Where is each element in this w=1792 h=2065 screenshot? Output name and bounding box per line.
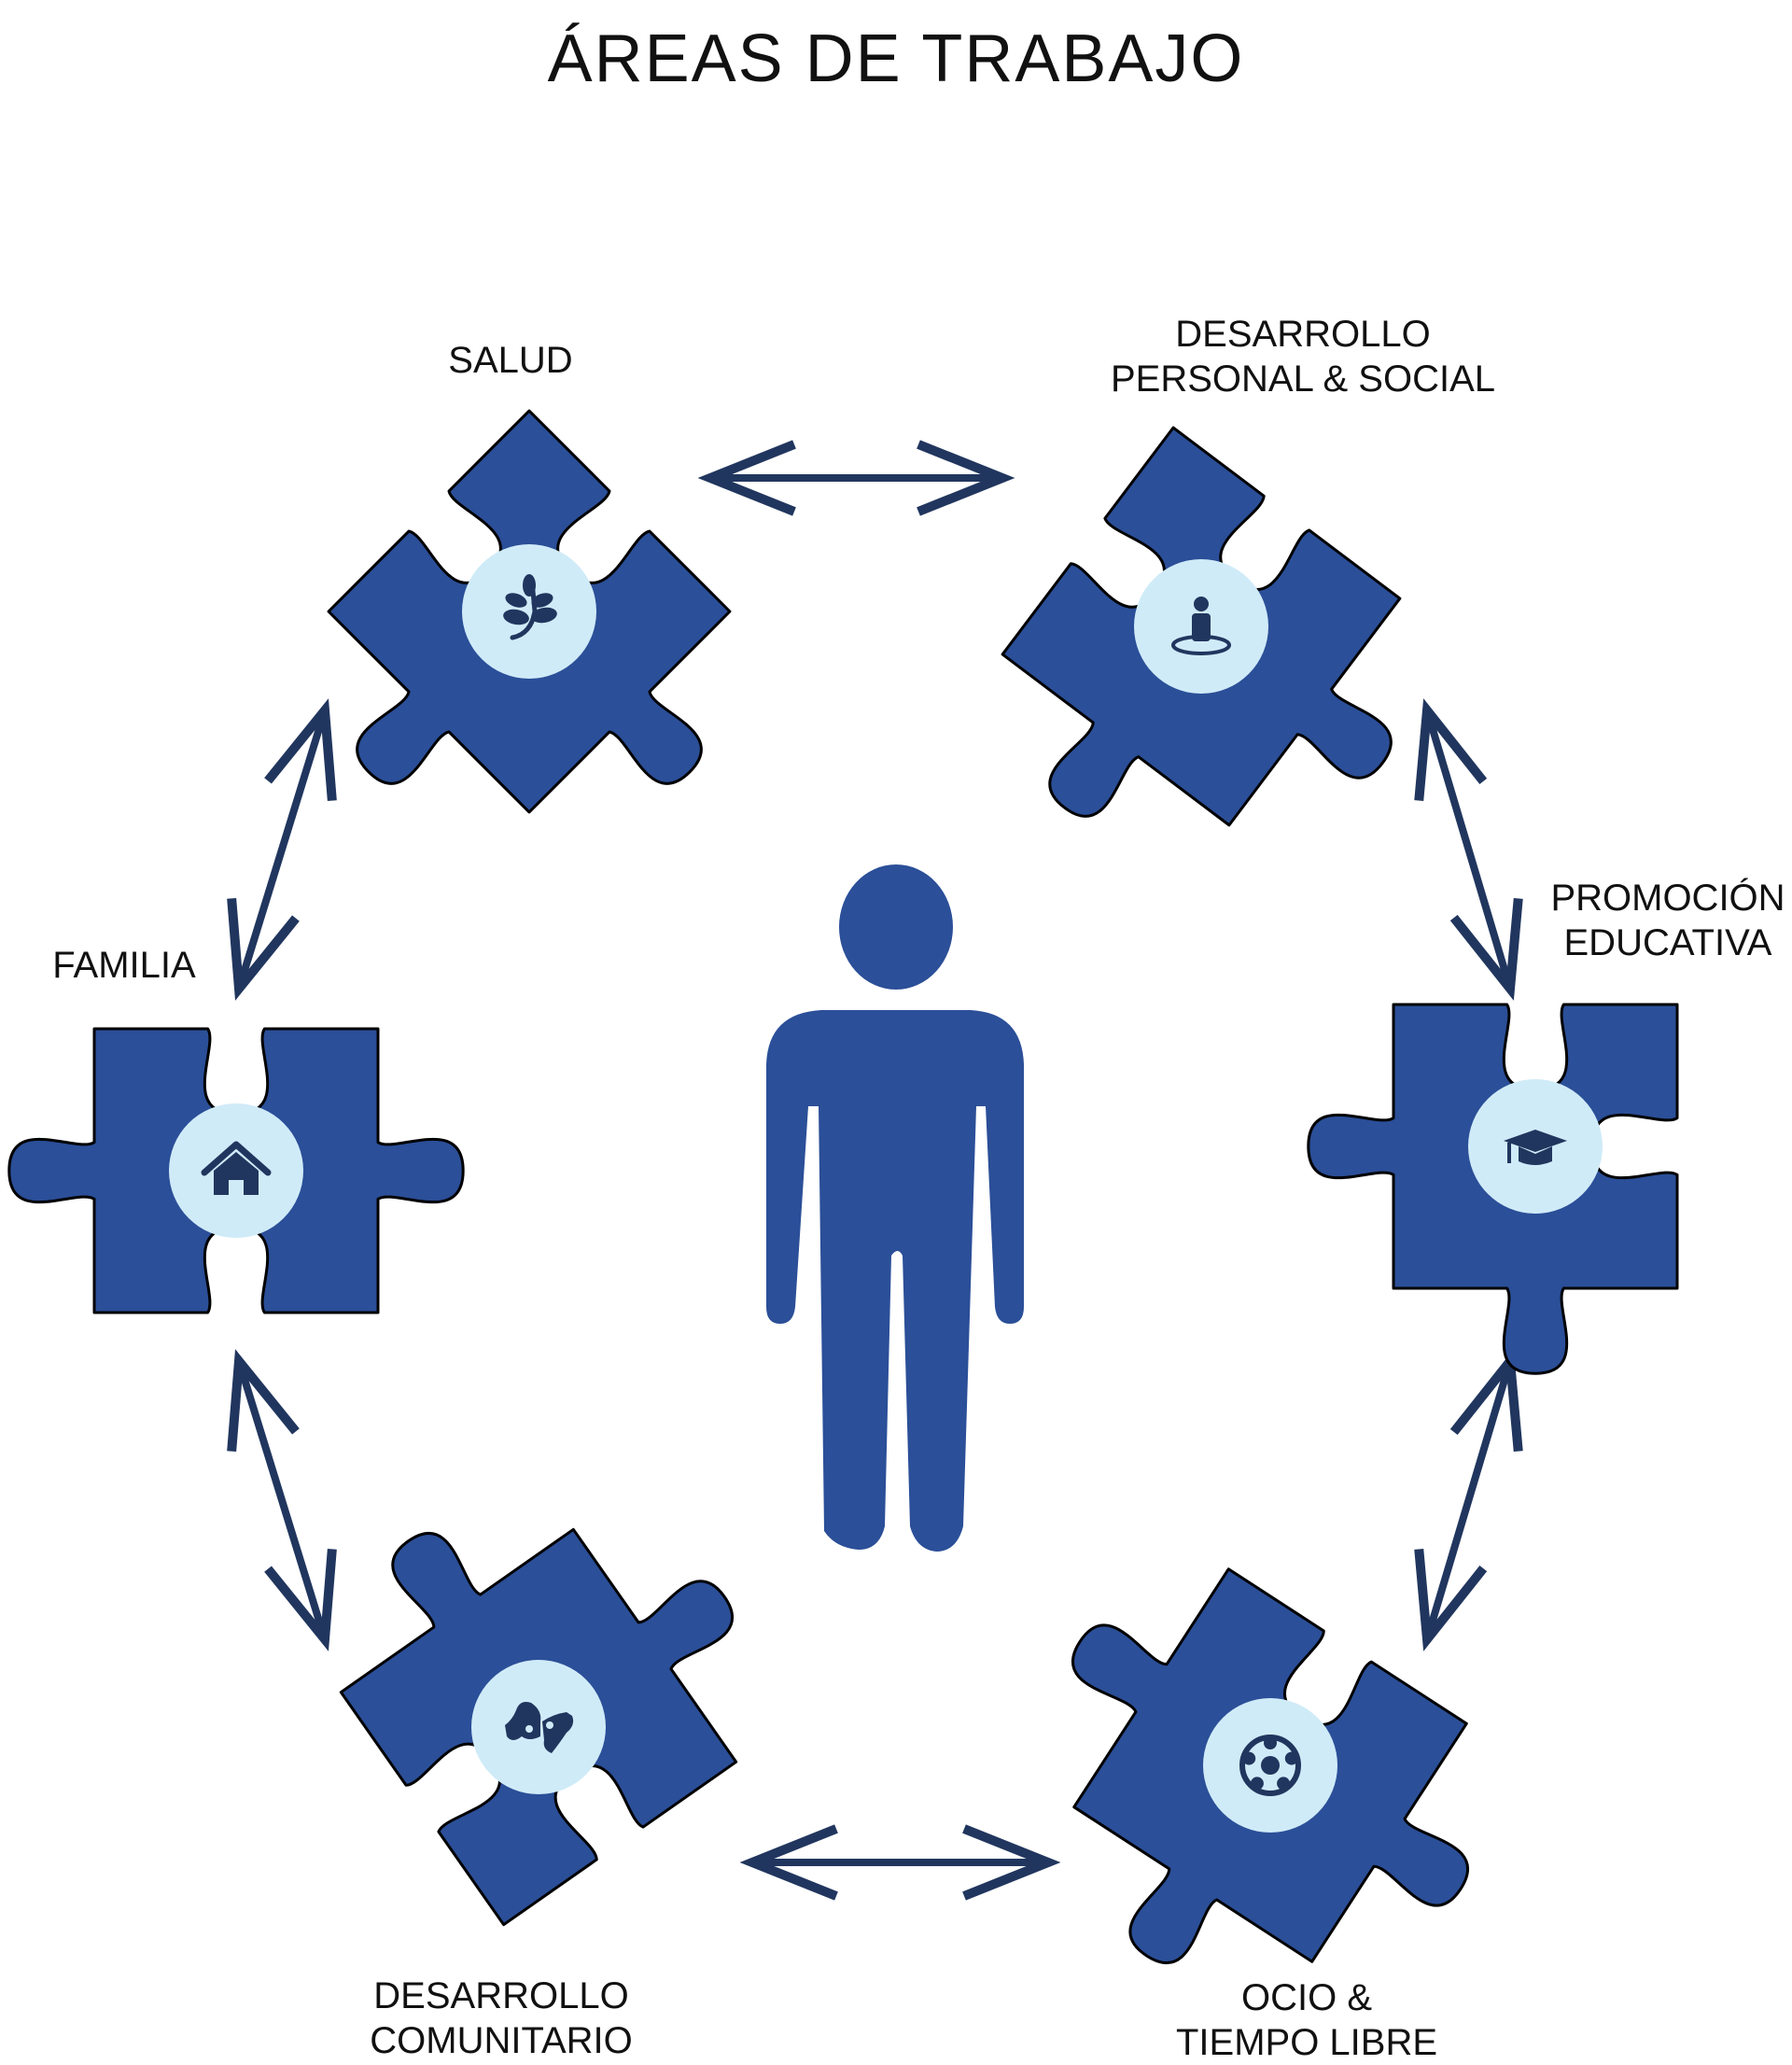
arrows — [227, 440, 1523, 1901]
soccer-ball-icon — [1239, 1735, 1301, 1796]
puzzle-piece-desarrollo-personal — [1001, 426, 1402, 827]
person-body — [766, 1010, 1024, 1552]
puzzle-pieces — [7, 409, 1679, 1965]
puzzle-piece-ocio — [1071, 1567, 1470, 1965]
label-desarrollo-personal: DESARROLLO PERSONAL & SOCIAL — [1111, 312, 1495, 401]
handshake-icon — [505, 1702, 574, 1753]
leaf-icon — [503, 574, 557, 640]
label-line: PERSONAL & SOCIAL — [1111, 358, 1495, 400]
double-arrow — [1414, 698, 1523, 1001]
label-line: SALUD — [448, 340, 573, 381]
label-line: FAMILIA — [52, 945, 196, 986]
label-line: PROMOCIÓN — [1550, 878, 1785, 919]
graduation-cap-icon — [1504, 1130, 1567, 1165]
double-arrow — [697, 440, 1015, 516]
page-title: ÁREAS DE TRABAJO — [547, 21, 1245, 96]
puzzle-piece-salud — [327, 409, 732, 814]
label-line: DESARROLLO — [373, 1975, 629, 2016]
label-promocion-educativa: PROMOCIÓN EDUCATIVA — [1550, 876, 1785, 965]
icon-circle — [462, 544, 596, 679]
person-figure — [766, 864, 1024, 1552]
label-salud: SALUD — [448, 338, 572, 383]
puzzle-piece-promocion-educativa — [1307, 1003, 1679, 1375]
double-arrow — [1414, 1349, 1523, 1651]
person-head — [839, 864, 953, 990]
label-line: EDUCATIVA — [1563, 922, 1772, 963]
puzzle-piece-familia — [7, 1027, 465, 1314]
label-familia: FAMILIA — [52, 943, 195, 988]
label-line: OCIO & — [1240, 1977, 1373, 2018]
double-arrow — [227, 698, 337, 1001]
label-line: TIEMPO LIBRE — [1175, 2022, 1438, 2063]
person-pin-icon — [1171, 597, 1231, 655]
label-desarrollo-comunitario: DESARROLLO COMUNITARIO — [370, 1974, 632, 2063]
double-arrow — [739, 1824, 1061, 1901]
label-line: COMUNITARIO — [370, 2020, 633, 2061]
label-ocio-tiempo-libre: OCIO & TIEMPO LIBRE — [1176, 1975, 1437, 2065]
house-icon — [201, 1141, 272, 1195]
puzzle-piece-desarrollo-comunitario — [339, 1527, 738, 1927]
double-arrow — [227, 1349, 337, 1651]
label-line: DESARROLLO — [1175, 314, 1431, 355]
